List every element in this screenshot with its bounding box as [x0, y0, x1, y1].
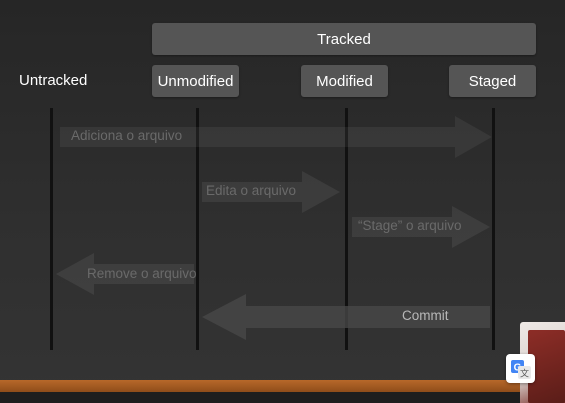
- floor-stripe: [0, 380, 520, 392]
- state-staged-box: Staged: [449, 65, 536, 97]
- arrow-add-file: [60, 116, 492, 158]
- label-add-file: Adiciona o arquivo: [71, 128, 183, 143]
- label-commit: Commit: [402, 308, 449, 323]
- svg-text:文: 文: [519, 367, 528, 379]
- lane-unmodified: [196, 108, 199, 350]
- lane-modified: [345, 108, 348, 350]
- label-stage-file: “Stage” o arquivo: [358, 218, 462, 233]
- arrow-edit-file-shape: [202, 171, 340, 213]
- state-staged: Staged: [468, 72, 517, 90]
- state-untracked: Untracked: [19, 72, 88, 89]
- svg-text:G: G: [513, 362, 521, 373]
- arrow-stage-file-shape: [352, 206, 490, 248]
- state-unmodified: Unmodified: [157, 72, 234, 90]
- state-modified-box: Modified: [301, 65, 388, 97]
- google-translate-icon: G 文: [510, 359, 531, 379]
- arrow-remove-file: [56, 253, 194, 295]
- state-modified: Modified: [316, 72, 373, 90]
- arrow-edit-file: [202, 171, 340, 213]
- translate-button[interactable]: G 文: [506, 354, 535, 383]
- lane-staged: [492, 108, 495, 350]
- label-remove-file: Remove o arquivo: [87, 266, 197, 281]
- state-unmodified-box: Unmodified: [152, 65, 239, 97]
- arrow-add-file-shape: [60, 116, 492, 158]
- label-edit-file: Edita o arquivo: [206, 183, 297, 198]
- arrow-remove-file-shape: [56, 253, 194, 295]
- lane-untracked: [50, 108, 53, 350]
- floor-shadow: [0, 392, 565, 403]
- arrow-commit: [202, 294, 490, 340]
- tracked-group-label: Tracked: [317, 30, 371, 48]
- arrow-stage-file: [352, 206, 490, 248]
- arrow-commit-shape: [202, 294, 490, 340]
- tracked-group-box: Tracked: [152, 23, 536, 55]
